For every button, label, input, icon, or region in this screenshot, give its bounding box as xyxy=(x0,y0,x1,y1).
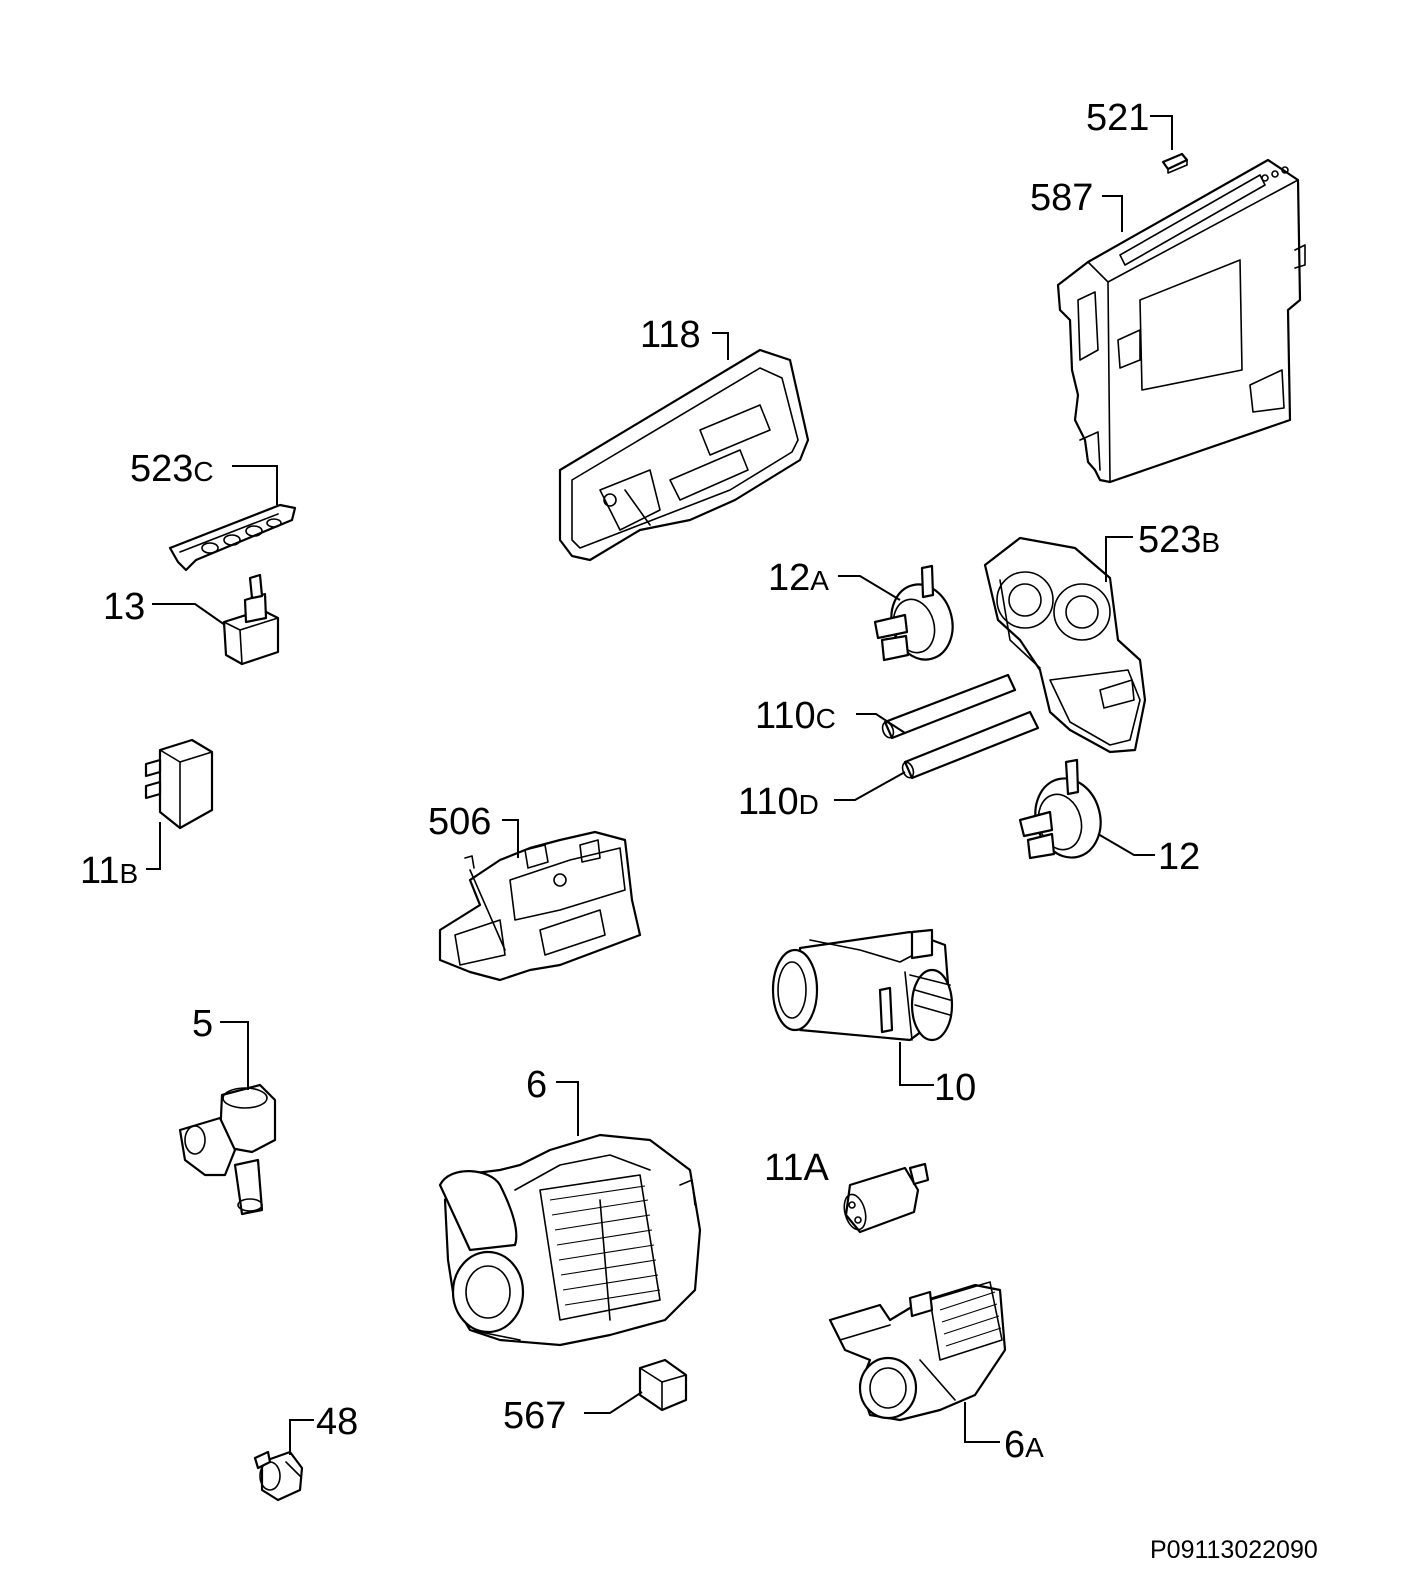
callout-11b: 11B xyxy=(80,850,138,892)
part-6a-drain-pump xyxy=(828,1281,1007,1422)
callout-118: 118 xyxy=(640,314,701,356)
leader-587 xyxy=(1102,195,1123,232)
callout-11a: 11A xyxy=(764,1147,829,1189)
leader-48 xyxy=(289,1419,314,1455)
leader-6a xyxy=(964,1402,1000,1443)
callout-12a: 12A xyxy=(768,557,829,599)
part-11b-relay xyxy=(144,738,214,830)
leader-118 xyxy=(712,332,729,360)
part-10-heater xyxy=(771,928,954,1042)
leader-6 xyxy=(556,1081,579,1136)
callout-5: 5 xyxy=(192,1003,213,1045)
callout-567: 567 xyxy=(503,1395,566,1437)
leader-506 xyxy=(502,819,519,858)
callout-6a: 6A xyxy=(1004,1424,1044,1466)
part-567-clip xyxy=(638,1358,688,1412)
leader-5 xyxy=(220,1021,249,1090)
leader-523b xyxy=(1105,536,1133,582)
leader-12a xyxy=(838,575,901,601)
leader-523c xyxy=(232,465,278,505)
callout-12: 12 xyxy=(1158,836,1200,878)
callout-48: 48 xyxy=(316,1401,358,1443)
part-5-inlet-valve xyxy=(178,1083,277,1216)
callout-506: 506 xyxy=(428,801,491,843)
part-11a-capacitor xyxy=(843,1162,930,1234)
callout-110d: 110D xyxy=(738,781,819,823)
reference-code: P09113022090 xyxy=(1150,1536,1318,1564)
callout-10: 10 xyxy=(934,1067,976,1109)
part-587-control-module xyxy=(1056,158,1306,484)
part-12-pressure-switch xyxy=(1018,758,1102,860)
callout-6: 6 xyxy=(526,1064,547,1106)
part-521-chip xyxy=(1161,152,1189,174)
part-12a-pressure-switch xyxy=(873,564,954,662)
callout-521: 521 xyxy=(1086,97,1149,139)
leader-11b xyxy=(146,822,161,870)
part-48-plug xyxy=(253,1450,304,1502)
callout-587: 587 xyxy=(1030,177,1093,219)
leader-110c xyxy=(856,713,906,734)
leader-12 xyxy=(1097,833,1155,856)
part-523c-bracket xyxy=(168,503,297,572)
callout-523c: 523C xyxy=(130,448,214,490)
leader-10 xyxy=(899,1042,934,1086)
leader-13 xyxy=(152,603,226,626)
leader-521 xyxy=(1150,115,1173,150)
part-506-distributor xyxy=(438,830,642,982)
callout-13: 13 xyxy=(103,586,145,628)
part-118-detergent-dispenser xyxy=(558,348,810,562)
part-13-switch xyxy=(222,573,280,666)
part-6-circulation-pump xyxy=(438,1133,702,1347)
callout-523b: 523B xyxy=(1138,519,1220,561)
part-110c-hose xyxy=(881,673,1017,740)
callout-110c: 110C xyxy=(755,695,836,737)
part-110d-hose xyxy=(901,710,1040,780)
leader-567 xyxy=(584,1391,643,1414)
leader-110d xyxy=(834,771,906,801)
part-523b-pressure-chamber xyxy=(983,536,1147,754)
